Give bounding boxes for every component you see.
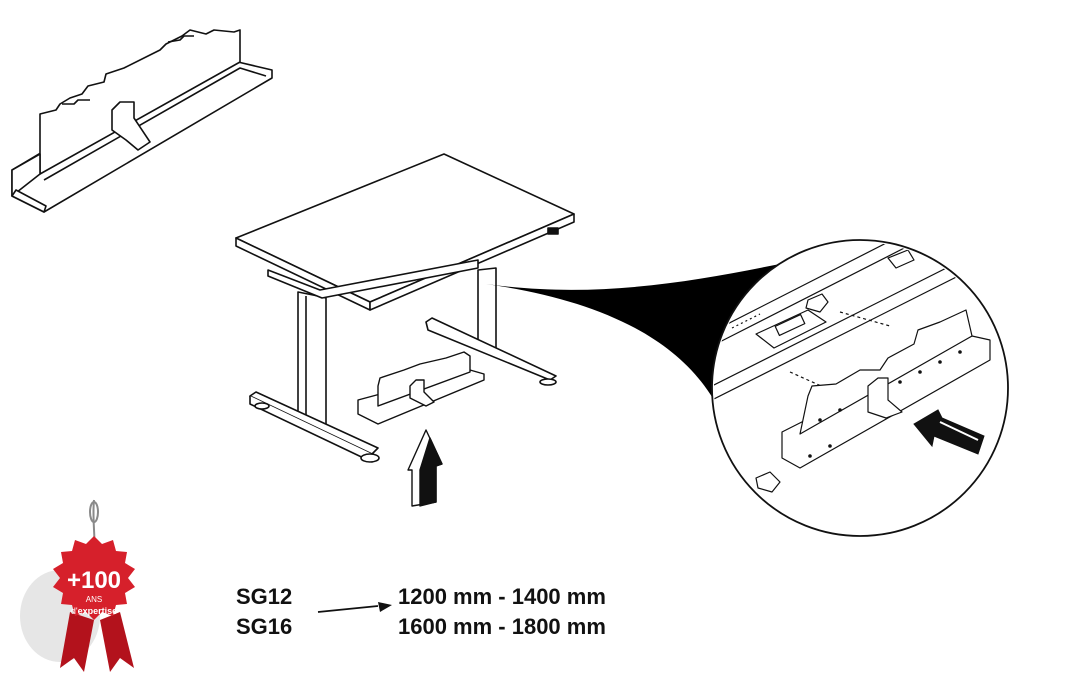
spec-range: 1200 mm - 1400 mm [398,584,606,609]
ribbon-right [100,612,134,672]
cable-tray-installed [357,351,485,425]
ribbon-left [60,612,94,672]
arrow-pointer-icon [913,409,985,455]
badge-line1: ANS [86,595,102,604]
arrow-right-icon [317,602,392,613]
arrow-up-icon [407,429,443,507]
spec-model: SG12 [236,584,293,609]
badge-line2-prefix: d' [71,606,78,616]
badge-number: +100 [67,567,121,594]
cable-tray-part [11,29,273,213]
badge-line2-word: expertise [78,606,118,616]
desk [235,153,575,463]
spec-model: SG16 [236,614,293,639]
spec-range: 1600 mm - 1800 mm [398,614,606,639]
detail-view [711,239,1009,537]
expertise-badge: +100 ANS d'expertise [20,499,135,672]
rosette [53,536,135,620]
badge-line2: d'expertise [71,606,117,616]
